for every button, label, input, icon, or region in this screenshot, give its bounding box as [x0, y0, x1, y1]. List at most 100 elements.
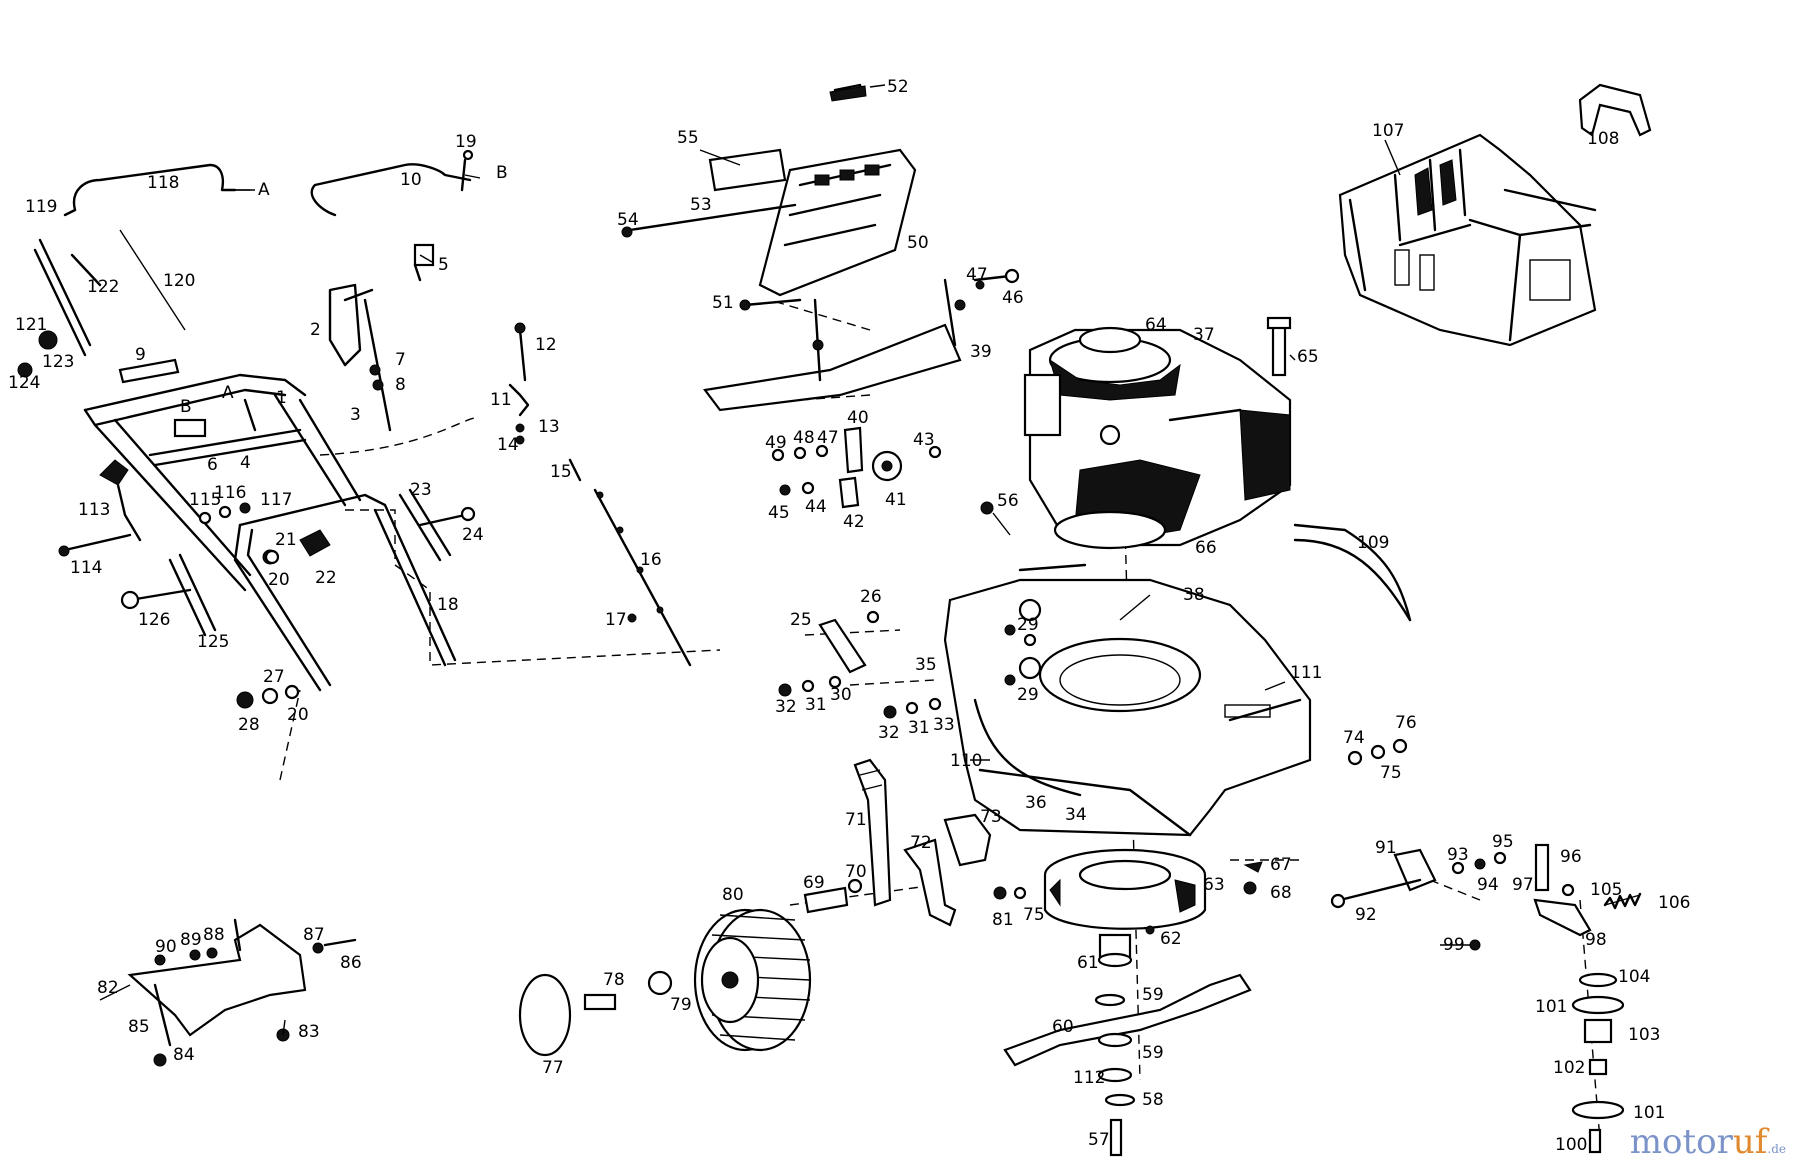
callout: 39 — [970, 342, 992, 362]
callout: 112 — [1073, 1068, 1105, 1088]
callout: 118 — [147, 173, 179, 193]
callout: 24 — [462, 525, 484, 545]
callout: 95 — [1492, 832, 1514, 852]
callout: 97 — [1512, 875, 1534, 895]
height-adjuster — [771, 426, 942, 509]
callout: 75 — [1023, 905, 1045, 925]
callout: 27 — [263, 667, 285, 687]
callout: 20 — [268, 570, 290, 590]
misc-fasteners — [778, 610, 1408, 766]
callout: 96 — [1560, 847, 1582, 867]
callout: 64 — [1145, 315, 1167, 335]
rear-roller-parts — [1330, 843, 1642, 1154]
callout: 29 — [1017, 615, 1039, 635]
callout: 81 — [992, 910, 1014, 930]
callout: 69 — [803, 873, 825, 893]
callout: 88 — [203, 925, 225, 945]
callout: 21 — [275, 530, 297, 550]
callout: 106 — [1658, 893, 1690, 913]
callout: 111 — [1290, 663, 1322, 683]
cable-end-marker: B — [180, 397, 192, 417]
lever-11-and-rod-16 — [508, 322, 692, 667]
callout: 9 — [135, 345, 146, 365]
callout: 4 — [240, 453, 251, 473]
callout: 41 — [885, 490, 907, 510]
callout: 87 — [303, 925, 325, 945]
callout: 52 — [887, 77, 909, 97]
mulch-plate-82 — [127, 918, 357, 1067]
callout: 15 — [550, 462, 572, 482]
callout: 40 — [847, 408, 869, 428]
callout: 2 — [310, 320, 321, 340]
callout: 23 — [410, 480, 432, 500]
callout: 31 — [805, 695, 827, 715]
callout-leader-lines — [99, 84, 1470, 1036]
callout: 59 — [1142, 985, 1164, 1005]
callout: 43 — [913, 430, 935, 450]
cable-end-marker: B — [496, 163, 508, 183]
callout: 56 — [997, 491, 1019, 511]
callout: 10 — [400, 170, 422, 190]
callout: 36 — [1025, 793, 1047, 813]
callout: 101 — [1633, 1103, 1665, 1123]
wheel-assembly — [518, 758, 1027, 1057]
callout: 59 — [1142, 1043, 1164, 1063]
callout: 114 — [70, 558, 102, 578]
callout: 100 — [1555, 1135, 1587, 1155]
callout: 65 — [1297, 347, 1319, 367]
callout: 113 — [78, 500, 110, 520]
callout: 120 — [163, 271, 195, 291]
callout: 121 — [15, 315, 47, 335]
motoruf-watermark-logo: motoruf.de — [1630, 1122, 1786, 1162]
callout: 54 — [617, 210, 639, 230]
cable-end-marker: A — [222, 383, 234, 403]
callout: 19 — [455, 132, 477, 152]
callout: 83 — [298, 1022, 320, 1042]
handle-assembly — [58, 358, 476, 709]
callout: 91 — [1375, 838, 1397, 858]
rear-flap-50 — [621, 83, 1020, 412]
callout: 122 — [87, 277, 119, 297]
callout: 73 — [980, 807, 1002, 827]
callout: 93 — [1447, 845, 1469, 865]
callout: 7 — [395, 350, 406, 370]
callout: 115 — [189, 490, 221, 510]
callout: 101 — [1535, 997, 1567, 1017]
callout: 55 — [677, 128, 699, 148]
callout: 103 — [1628, 1025, 1660, 1045]
callout: 44 — [805, 497, 827, 517]
callout: 58 — [1142, 1090, 1164, 1110]
callout: 63 — [1203, 875, 1225, 895]
callout: 68 — [1270, 883, 1292, 903]
callout: 42 — [843, 512, 865, 532]
callout: 37 — [1193, 325, 1215, 345]
callout: 104 — [1618, 967, 1650, 987]
callout: 78 — [603, 970, 625, 990]
engine-37 — [980, 316, 1292, 550]
callout: 126 — [138, 610, 170, 630]
callout: 47 — [966, 265, 988, 285]
callout: 1 — [276, 388, 287, 408]
callout: 85 — [128, 1017, 150, 1037]
callout: 75 — [1380, 763, 1402, 783]
callout: 26 — [860, 587, 882, 607]
bracket-2 — [328, 243, 435, 432]
callout: 62 — [1160, 929, 1182, 949]
callout: 70 — [845, 862, 867, 882]
callout: 105 — [1590, 880, 1622, 900]
callout: 3 — [350, 405, 361, 425]
brand-part1: motor — [1629, 1122, 1733, 1162]
callout: 47 — [817, 428, 839, 448]
callout: 5 — [438, 255, 449, 275]
callout: 12 — [535, 335, 557, 355]
callout: 66 — [1195, 538, 1217, 558]
grass-bag-107 — [1338, 83, 1652, 347]
callout: 17 — [605, 610, 627, 630]
mower-deck-38 — [943, 523, 1412, 837]
callout: 31 — [908, 718, 930, 738]
callout: 25 — [790, 610, 812, 630]
callout: 61 — [1077, 953, 1099, 973]
callout: 34 — [1065, 805, 1087, 825]
callout: 110 — [950, 751, 982, 771]
